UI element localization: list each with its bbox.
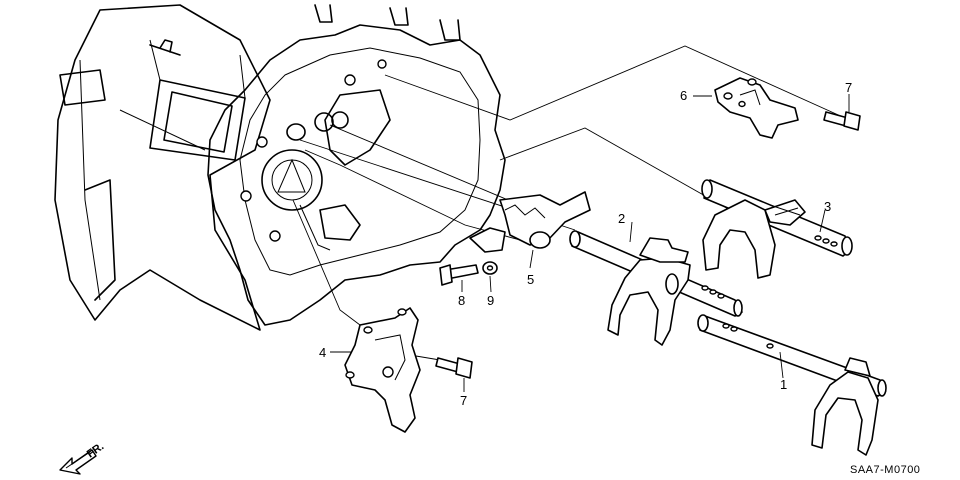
bolt-7-upper [823,111,861,131]
shift-fork-3 [702,199,806,279]
washer-9 [482,261,498,275]
callout-9: 9 [487,293,494,308]
bolt-7-lower [435,357,473,379]
callout-leaders [330,94,850,392]
callout-8: 8 [458,293,465,308]
callout-6: 6 [680,88,687,103]
front-direction-arrow: FR. [59,440,106,475]
callout-1: 1 [780,377,787,392]
bolt-8 [439,264,479,286]
diagram-code: SAA7-M0700 [850,464,920,476]
shift-arm-5 [469,191,591,253]
shift-fork-1 [811,357,879,456]
bracket-4 [344,307,421,433]
shift-fork-2 [607,237,691,346]
callout-2: 2 [618,211,625,226]
callout-3: 3 [824,199,831,214]
bracket-6 [714,77,799,139]
callout-4: 4 [319,345,326,360]
callout-5: 5 [527,272,534,287]
transmission-housing [54,4,506,331]
callout-7-upper: 7 [845,80,852,95]
callout-7-lower: 7 [460,393,467,408]
